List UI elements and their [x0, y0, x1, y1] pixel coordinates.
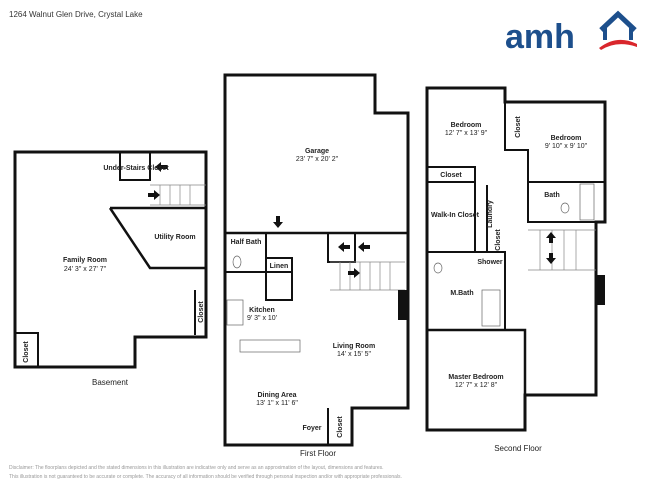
room-label: Half Bath — [231, 239, 262, 246]
fixtures — [226, 183, 595, 353]
room-label: Dining Area — [257, 392, 296, 399]
room-dims: 9' 3" x 10' — [247, 315, 277, 322]
floor-label: Basement — [92, 378, 129, 387]
room-dims: 9' 10" x 9' 10" — [545, 143, 588, 150]
first-floor-walls — [223, 73, 410, 447]
room-label: Closet — [515, 116, 522, 138]
room-label: Closet — [440, 172, 462, 179]
floor-label: First Floor — [300, 449, 336, 458]
room-label: Closet — [198, 301, 205, 323]
stairs — [150, 184, 596, 291]
room-label: M.Bath — [450, 290, 473, 297]
room-label: Bath — [544, 192, 560, 199]
room-label: Master Bedroom — [448, 374, 503, 381]
room-label: Living Room — [333, 343, 375, 350]
stair-arrows — [148, 162, 605, 320]
room-dims: 12' 7" x 13' 9" — [445, 130, 488, 137]
second-floor-walls — [425, 86, 607, 432]
room-dims: 13' 1" x 11' 6" — [256, 400, 298, 407]
room-label: Closet — [337, 416, 344, 438]
room-label: Foyer — [302, 425, 321, 432]
room-label: Shower — [477, 259, 503, 266]
basement-walls — [13, 150, 208, 369]
room-label: Linen — [270, 263, 289, 270]
room-dims: 23' 7" x 20' 2" — [296, 156, 339, 163]
room-dims: 24' 3" x 27' 7" — [64, 266, 107, 273]
amh-logo: amh — [505, 10, 637, 52]
room-label: Closet — [23, 341, 30, 363]
room-dims: 12' 7" x 12' 8" — [455, 382, 498, 389]
room-label: Closet — [495, 229, 502, 251]
room-label: Under-Stairs Closet — [103, 165, 169, 172]
room-label: Bedroom — [551, 135, 582, 142]
room-label: Laundry — [487, 200, 494, 228]
room-dims: 14' x 15' 5" — [337, 351, 371, 358]
floor-label: Second Floor — [494, 444, 542, 453]
disclaimer-line-1: Disclaimer: The floorplans depicted and … — [9, 465, 384, 471]
room-label: Utility Room — [154, 234, 195, 241]
room-label: Bedroom — [451, 122, 482, 129]
room-label: Walk-In Closet — [431, 212, 480, 219]
room-label: Kitchen — [249, 307, 275, 314]
room-label: Garage — [305, 148, 329, 155]
property-address: 1264 Walnut Glen Drive, Crystal Lake — [9, 10, 143, 19]
room-label: Family Room — [63, 257, 107, 264]
svg-text:amh: amh — [505, 18, 575, 52]
disclaimer-line-2: This illustration is not guaranteed to b… — [9, 474, 402, 480]
